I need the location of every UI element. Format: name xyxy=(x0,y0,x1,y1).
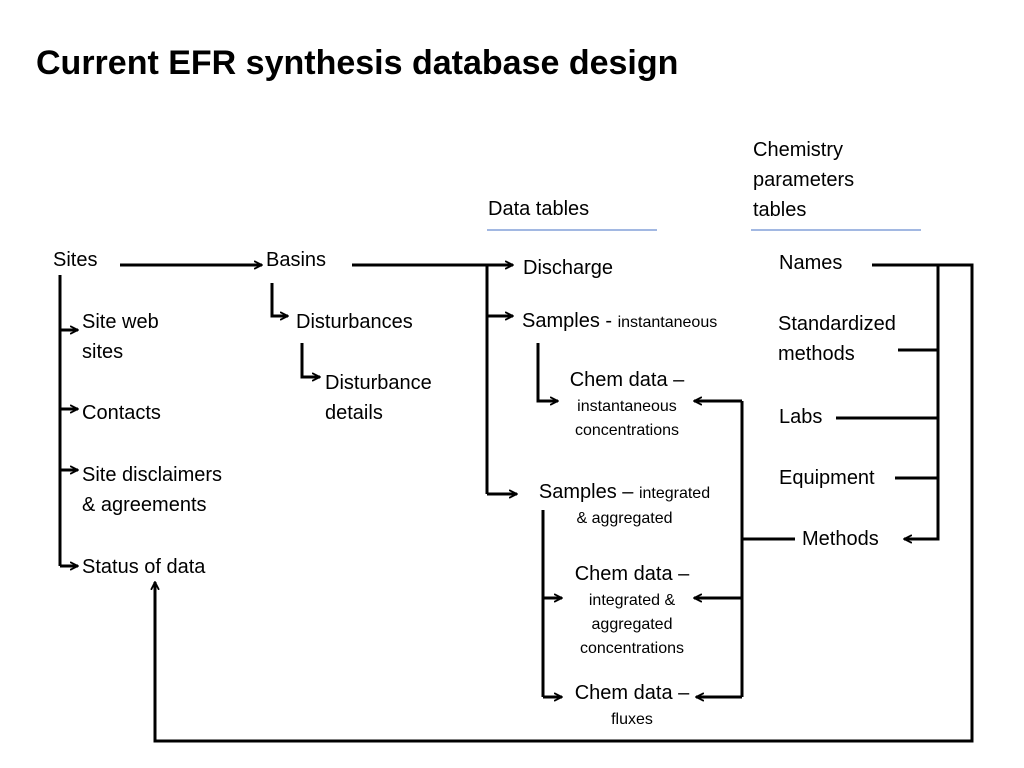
node-methods: Methods xyxy=(802,528,879,550)
node-site-disclaimers: Site disclaimers & agreements xyxy=(82,464,223,516)
node-chem-data-fluxes: Chem data – fluxes xyxy=(574,682,690,728)
page-title: Current EFR synthesis database design xyxy=(36,44,679,82)
node-samples-instantaneous: Samples - instantaneous xyxy=(522,310,718,332)
node-site-web-sites: Site web sites xyxy=(82,311,159,363)
arrow-to-disturbance-details xyxy=(300,343,321,382)
node-status-of-data: Status of data xyxy=(82,556,206,578)
arrow-to-disturbances xyxy=(270,283,289,321)
node-basins: Basins xyxy=(266,249,327,271)
node-samples-integrated: Samples – integrated & aggregated xyxy=(538,481,711,527)
node-labs: Labs xyxy=(779,406,823,428)
chemistry-header: Chemistry parameters tables xyxy=(753,139,855,221)
node-standardized-methods: Standardized methods xyxy=(778,313,896,365)
node-names: Names xyxy=(779,252,843,274)
node-sites: Sites xyxy=(53,249,98,271)
node-disturbances: Disturbances xyxy=(296,311,413,333)
data-tables-header: Data tables xyxy=(488,198,590,220)
arrow-to-chem-inst xyxy=(536,343,559,406)
node-discharge: Discharge xyxy=(523,257,614,279)
arrow-names-to-status-of-data xyxy=(150,263,974,743)
node-equipment: Equipment xyxy=(779,467,875,489)
node-chem-data-integrated: Chem data – integrated & aggregated conc… xyxy=(574,563,690,657)
node-disturbance-details: Disturbance details xyxy=(325,372,432,424)
names-to-methods xyxy=(872,263,940,544)
node-chem-data-instantaneous: Chem data – instantaneous concentrations xyxy=(569,369,685,439)
node-contacts: Contacts xyxy=(82,402,161,424)
